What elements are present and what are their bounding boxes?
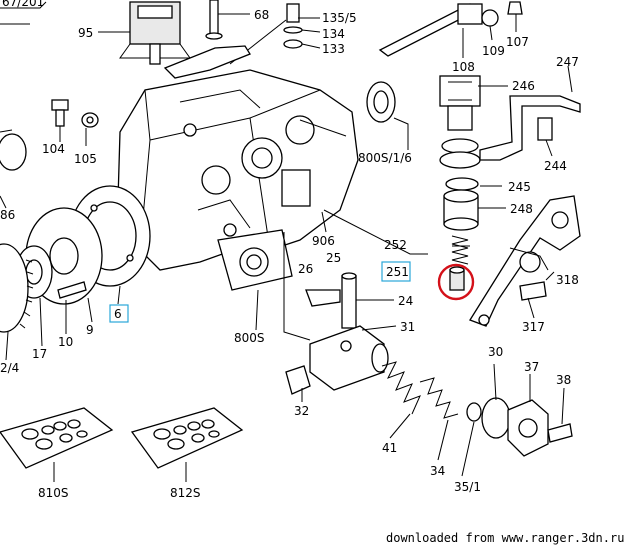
watermark-text: downloaded from www.ranger.3dn.ru — [386, 531, 624, 545]
kit-812s — [130, 407, 244, 482]
part-35-1 — [466, 402, 482, 422]
drawing — [0, 0, 581, 482]
part-2-4-gear — [0, 243, 34, 333]
part-38 — [547, 423, 573, 443]
label-2-4: 2/4 — [0, 361, 19, 375]
label-68: 68 — [254, 8, 269, 22]
part-37 — [507, 399, 549, 457]
label-25: 25 — [326, 251, 341, 265]
label-41: 41 — [382, 441, 397, 455]
part-247-pipe — [479, 65, 581, 161]
part-34-spring — [419, 377, 459, 419]
part-41-spring — [381, 361, 421, 415]
part-25-26 — [305, 272, 357, 329]
label-248: 248 — [510, 202, 533, 216]
label-30: 30 — [488, 345, 503, 359]
part-251 — [449, 266, 465, 291]
label-251: 251 — [386, 265, 409, 279]
highlight-box-251 — [381, 261, 411, 282]
label-812s: 812S — [170, 486, 201, 500]
label-38: 38 — [556, 373, 571, 387]
label-104: 104 — [42, 142, 65, 156]
label-109: 109 — [482, 44, 505, 58]
label-107: 107 — [506, 35, 529, 49]
part-246-stack — [439, 75, 481, 231]
label-6: 6 — [114, 307, 122, 321]
highlight-box-6 — [109, 304, 129, 323]
label-95: 95 — [78, 26, 93, 40]
label-9: 9 — [86, 323, 94, 337]
part-800s-1-6 — [366, 81, 396, 123]
label-31: 31 — [400, 320, 415, 334]
label-247: 247 — [556, 55, 579, 69]
label-246: 246 — [512, 79, 535, 93]
label-800s: 800S — [234, 331, 265, 345]
highlight-circle-251 — [437, 263, 475, 301]
label-800s-1-6: 800S/1/6 — [358, 151, 412, 165]
part-108 — [378, 3, 483, 57]
label-906: 906 — [312, 234, 335, 248]
label-34: 34 — [430, 464, 445, 478]
label-32: 32 — [294, 404, 309, 418]
part-30 — [481, 397, 511, 439]
label-134: 134 — [322, 27, 345, 41]
label-26: 26 — [298, 262, 313, 276]
part-68 — [205, 0, 223, 40]
label-317: 317 — [522, 320, 545, 334]
kit-810s — [0, 407, 114, 482]
part-318-lever — [469, 195, 581, 327]
label-67-201: 67/201 — [2, 0, 44, 9]
part-317 — [519, 281, 547, 301]
pump-body — [117, 69, 359, 271]
label-35-1: 35/1 — [454, 480, 481, 494]
part-10 — [57, 281, 87, 299]
part-31 — [309, 325, 389, 391]
part-32 — [285, 365, 311, 395]
label-135-5: 135/5 — [322, 11, 357, 25]
label-17: 17 — [32, 347, 47, 361]
label-245: 245 — [508, 180, 531, 194]
label-86: 86 — [0, 208, 15, 222]
label-108: 108 — [452, 60, 475, 74]
label-24: 24 — [398, 294, 413, 308]
part-104-105 — [51, 99, 99, 128]
label-318: 318 — [556, 273, 579, 287]
part-95 — [119, 1, 191, 65]
part-252-spring — [451, 235, 469, 265]
label-105: 105 — [74, 152, 97, 166]
label-10: 10 — [58, 335, 73, 349]
part-244 — [537, 117, 553, 141]
labels: 67/201 68 135/5 134 133 95 108 109 107 2… — [0, 0, 579, 500]
label-244: 244 — [544, 159, 567, 173]
label-252: 252 — [384, 238, 407, 252]
label-810s: 810S — [38, 486, 69, 500]
label-133: 133 — [322, 42, 345, 56]
label-37: 37 — [524, 360, 539, 374]
part-800s — [217, 229, 293, 291]
